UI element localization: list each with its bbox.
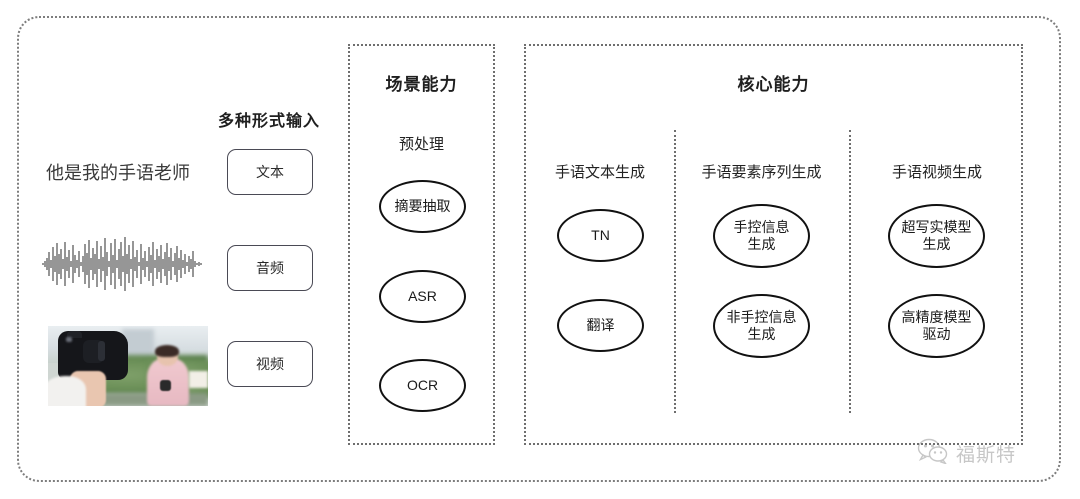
sample-sentence-text: 他是我的手语老师 xyxy=(46,163,190,183)
modality-box-video[interactable]: 视频 xyxy=(227,341,313,387)
node-label-line1: 手控信息 xyxy=(733,218,790,235)
node-label: 非手控信息 生成 xyxy=(727,309,797,344)
core-capability-panel: 核心能力 手语文本生成 TN 翻译 手语要素序列生成 手控信息 生成 非手控信息… xyxy=(524,44,1023,445)
node-label: ASR xyxy=(408,287,437,304)
node-label: 翻译 xyxy=(586,316,615,333)
scene-panel-title: 场景能力 xyxy=(385,75,458,94)
core-column-divider-2 xyxy=(849,130,851,413)
node-label: 手控信息 生成 xyxy=(734,219,790,254)
modality-label: 音频 xyxy=(256,260,284,276)
wechat-logo-svg xyxy=(917,438,948,465)
modality-label: 文本 xyxy=(256,164,284,180)
node-label-line2: 生成 xyxy=(747,236,776,252)
core-node-translation[interactable]: 翻译 xyxy=(557,299,644,352)
core-node-non-manual-feature-generation[interactable]: 非手控信息 生成 xyxy=(713,294,810,358)
thumb-operator-shoulder xyxy=(48,375,87,406)
outer-frame xyxy=(17,16,1061,482)
core-column-heading-text-generation: 手语文本生成 xyxy=(554,164,645,181)
thumb-camera-lens-ring xyxy=(98,340,106,361)
modality-box-text[interactable]: 文本 xyxy=(227,149,313,195)
core-column-heading-video-generation: 手语视频生成 xyxy=(891,164,982,181)
thumb-camera-highlight xyxy=(66,336,73,342)
node-label-line2: 生成 xyxy=(922,236,951,252)
modality-box-audio[interactable]: 音频 xyxy=(227,245,313,291)
core-node-hyperrealistic-model-generation[interactable]: 超写实模型 生成 xyxy=(888,204,985,268)
waveform-icon xyxy=(42,236,202,292)
watermark-text: 福斯特 xyxy=(956,445,1017,466)
modality-label: 视频 xyxy=(256,356,284,372)
wechat-logo-icon xyxy=(916,438,950,469)
node-label: TN xyxy=(591,226,610,243)
waveform-svg xyxy=(42,237,202,291)
core-panel-title: 核心能力 xyxy=(737,75,810,94)
input-section-heading: 多种形式输入 xyxy=(218,113,321,130)
thumb-microphone xyxy=(160,380,172,391)
thumb-paper xyxy=(188,370,208,389)
scene-node-asr[interactable]: ASR xyxy=(379,270,466,323)
node-label-line2: 驱动 xyxy=(922,326,951,342)
video-thumbnail-icon xyxy=(48,326,208,406)
thumb-camera-top xyxy=(67,330,82,338)
watermark: 福斯特 xyxy=(916,438,1016,469)
scene-group-label: 预处理 xyxy=(398,136,444,153)
node-label-line2: 生成 xyxy=(747,326,776,342)
node-label: OCR xyxy=(406,376,439,393)
scene-node-summary-extraction[interactable]: 摘要抽取 xyxy=(379,180,466,233)
node-label: 超写实模型 生成 xyxy=(902,219,972,254)
core-node-manual-feature-generation[interactable]: 手控信息 生成 xyxy=(713,204,810,268)
scene-node-ocr[interactable]: OCR xyxy=(379,359,466,412)
node-label-line1: 超写实模型 xyxy=(901,218,972,235)
node-label-line1: 非手控信息 xyxy=(726,308,797,325)
node-label-line1: 高精度模型 xyxy=(901,308,972,325)
node-label: 摘要抽取 xyxy=(394,197,451,214)
core-node-tn[interactable]: TN xyxy=(557,209,644,262)
core-column-divider-1 xyxy=(674,130,676,413)
core-column-heading-element-sequence: 手语要素序列生成 xyxy=(701,164,822,181)
scene-capability-panel: 场景能力 预处理 摘要抽取 ASR OCR xyxy=(348,44,495,445)
node-label: 高精度模型 驱动 xyxy=(902,309,972,344)
core-node-high-precision-model-driving[interactable]: 高精度模型 驱动 xyxy=(888,294,985,358)
thumb-reporter-hair xyxy=(155,345,180,358)
